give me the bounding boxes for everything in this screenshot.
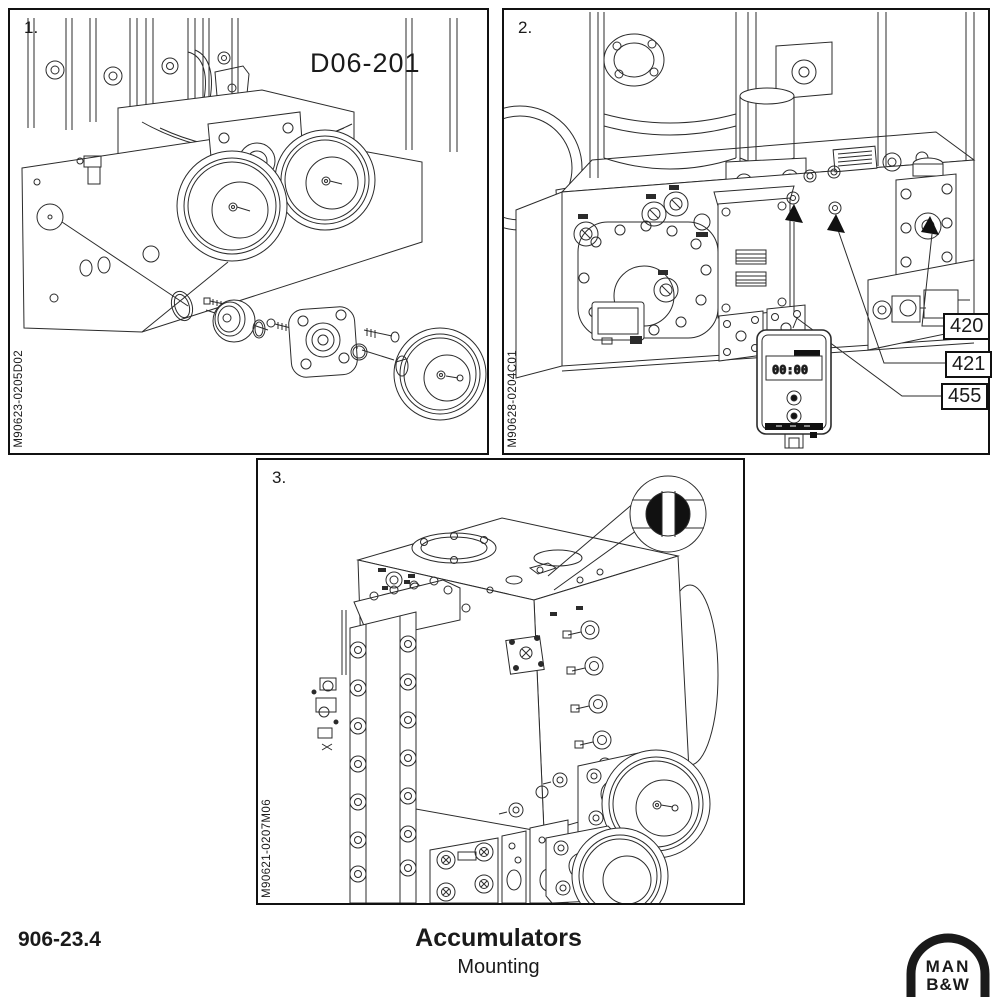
man-bw-logo-icon: MAN B&W [906,933,990,997]
accumulator-rear [274,129,376,231]
device-display: 00:00 [772,363,808,377]
logo-text-bw: B&W [926,975,970,994]
cylinder-bank [27,18,458,152]
junction-box [591,301,645,345]
hydraulic-cylinder [603,12,737,170]
top-cylinder [411,532,604,594]
figure-3-drawing [311,475,719,903]
side-fittings [311,610,347,751]
figure-3-panel: 3. M90621-0207M06 [256,458,745,905]
bolt-rail [349,611,417,903]
section-number: 906-23.4 [18,928,101,951]
figure-1-drawing-code: M90623-0205D02 [13,350,25,448]
callout-420: 420 [943,313,991,340]
exploded-parts-row [170,290,487,421]
figure-1-drawing [21,18,487,421]
figure-1-label: 1. [24,18,39,37]
figure-1-panel: 1. D06-201 M90623-0205D02 [8,8,489,455]
mounted-accumulators [545,749,711,903]
detail-callout [547,475,707,591]
callout-421: 421 [945,351,993,378]
position-arrows [785,191,939,235]
figure-2-panel: 2. M90628-0204C01 420 421 455 [502,8,993,455]
figure-3-drawing-code: M90621-0207M06 [261,799,273,898]
center-valve-block [713,185,795,319]
accumulator-front [176,150,288,262]
elbow-fitting [76,155,102,185]
top-right-block [775,41,833,100]
page-subtitle: Mounting [457,956,540,978]
pressure-test-device: 00:00 [756,329,832,449]
figure-2-drawing-code: M90628-0204C01 [507,350,519,448]
figure-2-drawing: 00:00 [504,12,976,449]
page-title: Accumulators [415,924,582,952]
logo-text-man: MAN [926,957,971,976]
callout-455: 455 [941,383,989,410]
figure-3-label: 3. [272,468,287,487]
figure-1-part-designation: D06-201 [310,48,421,78]
figure-2-label: 2. [518,18,533,37]
block-left-face [515,191,563,379]
